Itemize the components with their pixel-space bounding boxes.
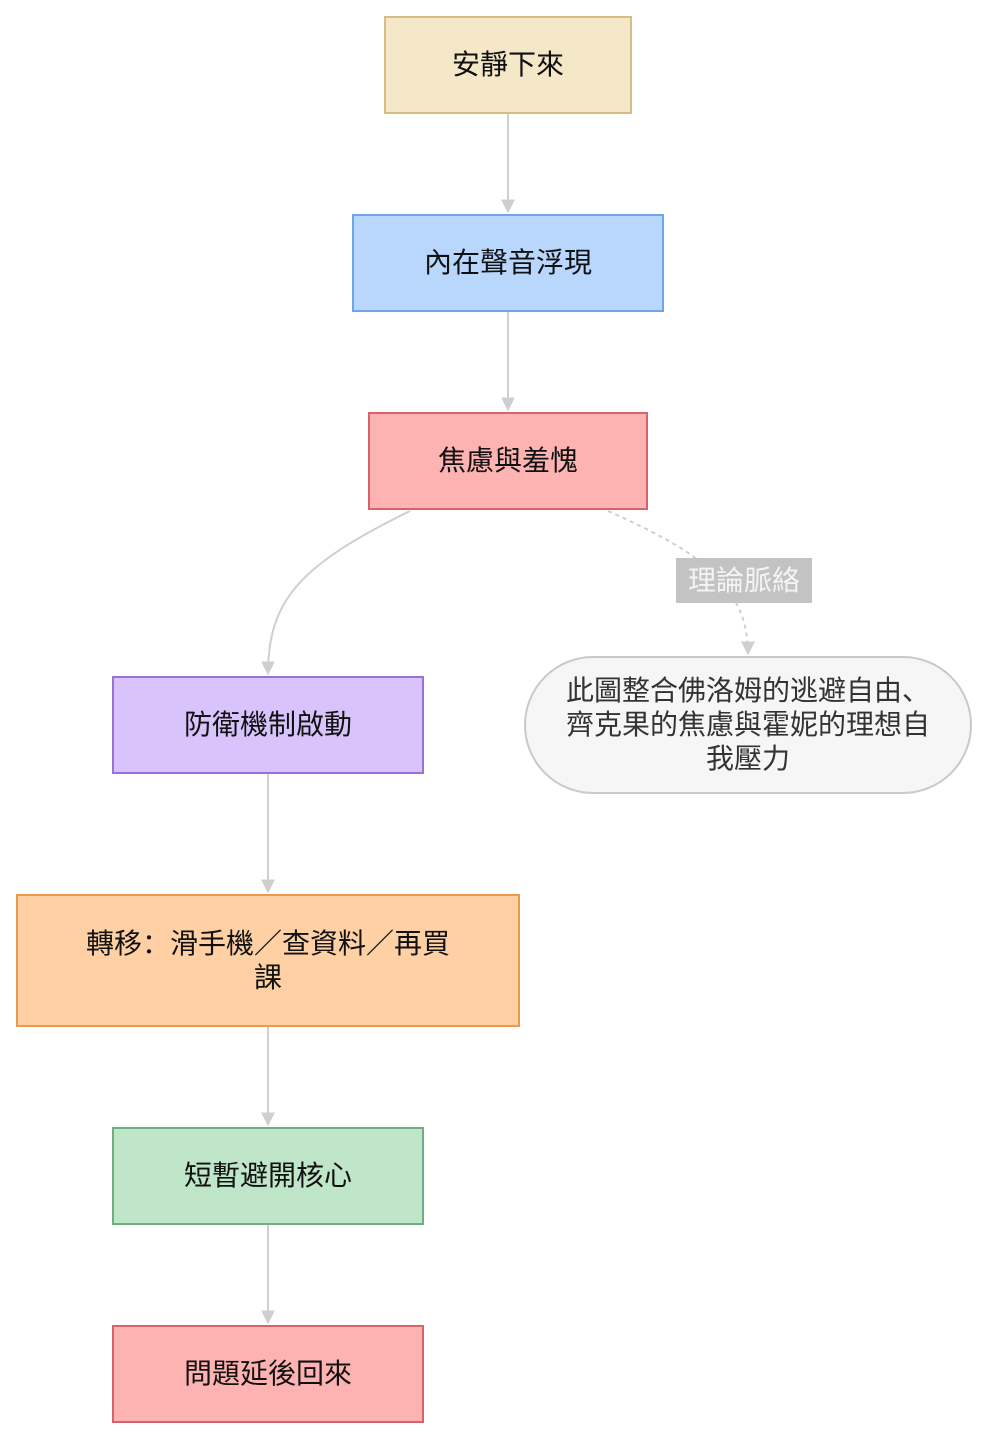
node-brief-avoidance: 短暫避開核心 [112,1127,424,1225]
node-quiet-down-label: 安靜下來 [451,48,564,81]
node-displacement: 轉移：滑手機／查資料／再買課 [16,894,520,1027]
node-anxiety-shame: 焦慮與羞愧 [368,412,648,510]
node-quiet-down: 安靜下來 [384,16,632,114]
node-theory-note: 此圖整合佛洛姆的逃避自由、齊克果的焦慮與霍妮的理想自我壓力 [524,656,972,794]
node-theory-note-label: 此圖整合佛洛姆的逃避自由、齊克果的焦慮與霍妮的理想自我壓力 [565,674,930,775]
node-displacement-label: 轉移：滑手機／查資料／再買課 [85,926,450,994]
edge-anxiety-to-defense [261,510,411,676]
node-anxiety-shame-label: 焦慮與羞愧 [437,444,578,477]
node-inner-voice-label: 內在聲音浮現 [423,246,592,279]
edge-label-theory: 理論脈絡 [676,558,812,603]
edge-anxiety-to-note [607,510,755,656]
node-problem-returns: 問題延後回來 [112,1325,424,1423]
node-defense-mechanism-label: 防衛機制啟動 [183,708,352,741]
node-problem-returns-label: 問題延後回來 [183,1357,352,1390]
node-brief-avoidance-label: 短暫避開核心 [183,1159,352,1192]
node-defense-mechanism: 防衛機制啟動 [112,676,424,774]
node-inner-voice: 內在聲音浮現 [352,214,664,312]
